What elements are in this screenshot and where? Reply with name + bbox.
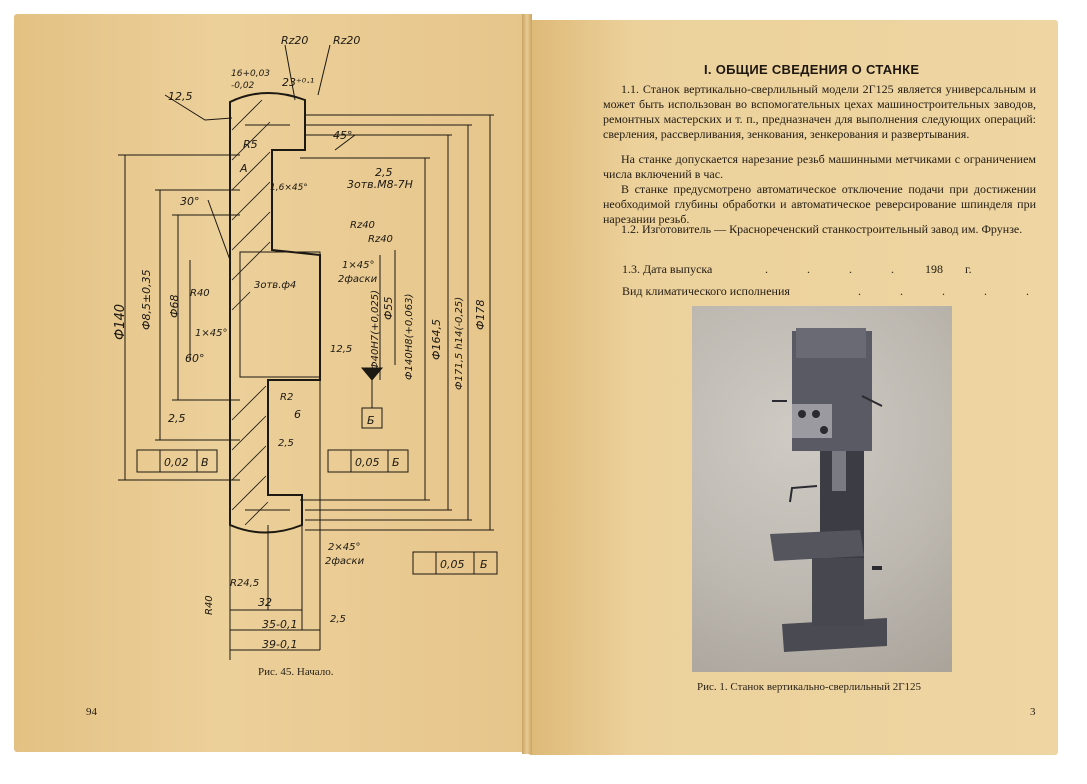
- rz40-a: Rz40: [350, 220, 375, 231]
- drilling-machine-illustration: [770, 328, 887, 652]
- rz40-b: Rz40: [368, 234, 393, 245]
- dim-phi8-5: Ф8,5±0,35: [140, 269, 153, 330]
- dim-phi178: Ф178: [474, 300, 487, 330]
- left-page: [14, 14, 526, 752]
- dim-phi140h8: Ф140H8(+0,063): [404, 294, 415, 380]
- dim-phi40h7: Ф40H7(+0,025): [370, 290, 381, 370]
- paragraph-auto-stop: В станке предусмотрено автоматическое от…: [603, 182, 1036, 226]
- tolerance-3-value: 0,05: [440, 558, 465, 571]
- tolerance-2-ref: Б: [392, 456, 400, 469]
- date-label: 1.3. Дата выпуска: [622, 262, 713, 276]
- holes-m8: 3отв.М8-7H: [347, 178, 413, 191]
- holes-phi4: 3отв.ф4: [254, 280, 296, 291]
- tolerance-3-ref: Б: [480, 558, 488, 571]
- dim-6: 6: [294, 408, 301, 421]
- radius-r2: R2: [280, 392, 293, 403]
- roughness-125-b: 12,5: [330, 344, 352, 355]
- technical-drawing: Rz20 Rz20 16+0,03 -0,02 23⁺⁰·¹ 12,5 45° …: [113, 34, 498, 660]
- section-a: A: [239, 162, 248, 175]
- climate-label: Вид климатического исполнения: [622, 284, 790, 298]
- dim-39: 39-0,1: [262, 638, 297, 651]
- date-leader-dots: . . . . .: [765, 262, 954, 276]
- dim-phi164-5: Ф164,5: [430, 319, 443, 360]
- dim-phi140: Ф140: [113, 304, 128, 340]
- tolerance-1-ref: B: [201, 456, 209, 469]
- chamfer-1-6: 1,6×45°: [270, 183, 308, 193]
- paragraph-1-2: 1.2. Изготовитель — Краснореченский стан…: [621, 222, 1023, 236]
- angle-60: 60°: [185, 352, 205, 365]
- angle-45: 45°: [333, 129, 353, 142]
- page-number-right: 3: [1030, 706, 1036, 718]
- rz-label-1: Rz20: [281, 34, 308, 47]
- datum-b-1: Б: [367, 414, 375, 427]
- book-spine: [522, 14, 532, 754]
- dim-2-5-c: 2,5: [278, 438, 294, 449]
- chamfer-1x45-a: 1×45°: [342, 260, 374, 271]
- radius-r40-b: R40: [204, 595, 215, 615]
- figure-1-caption: Рис. 1. Станок вертикально-сверлильный 2…: [697, 681, 922, 693]
- chamfer-1x45-b: 1×45°: [195, 328, 227, 339]
- tol-top-2: -0,02: [231, 81, 255, 91]
- figure-45-caption: Рис. 45. Начало.: [258, 666, 334, 678]
- dim-23: 23⁺⁰·¹: [282, 76, 314, 89]
- tolerance-1-value: 0,02: [164, 456, 189, 469]
- dim-phi68: Ф68: [168, 295, 181, 318]
- dim-35: 35-0,1: [262, 618, 297, 631]
- two-chamfers-b: 2фаски: [325, 556, 365, 567]
- roughness-125-a: 12,5: [168, 90, 193, 103]
- radius-r5: R5: [243, 138, 258, 151]
- date-unit: г.: [965, 262, 972, 276]
- rz-label-2: Rz20: [333, 34, 360, 47]
- dim-2-5-b: 2,5: [168, 412, 186, 425]
- radius-r24-5: R24,5: [230, 578, 259, 589]
- tolerance-2-value: 0,05: [355, 456, 380, 469]
- dim-2-5-a: 2,5: [375, 166, 393, 179]
- angle-30: 30°: [180, 195, 200, 208]
- chamfer-2x45: 2×45°: [328, 542, 360, 553]
- section-heading: I. ОБЩИЕ СВЕДЕНИЯ О СТАНКЕ: [704, 62, 920, 77]
- dim-phi171-5: Ф171,5 h14(-0,25): [454, 297, 465, 390]
- radius-r40-a: R40: [190, 288, 210, 299]
- page-number-left: 94: [86, 706, 97, 718]
- tol-top: 16+0,03: [231, 69, 270, 79]
- dim-phi55: Ф55: [382, 297, 395, 320]
- drilling-machine-photo: [692, 306, 952, 672]
- paragraph-threading: На станке допускается нарезание резьб ма…: [603, 152, 1036, 181]
- dim-2-5-d: 2,5: [330, 614, 346, 625]
- two-chamfers-a: 2фаски: [338, 274, 378, 285]
- date-value: 198: [925, 262, 943, 276]
- climate-leader-dots: . . . . .: [858, 284, 1047, 298]
- dim-32: 32: [258, 596, 272, 609]
- paragraph-1-1: 1.1. Станок вертикально-сверлильный моде…: [603, 82, 1036, 141]
